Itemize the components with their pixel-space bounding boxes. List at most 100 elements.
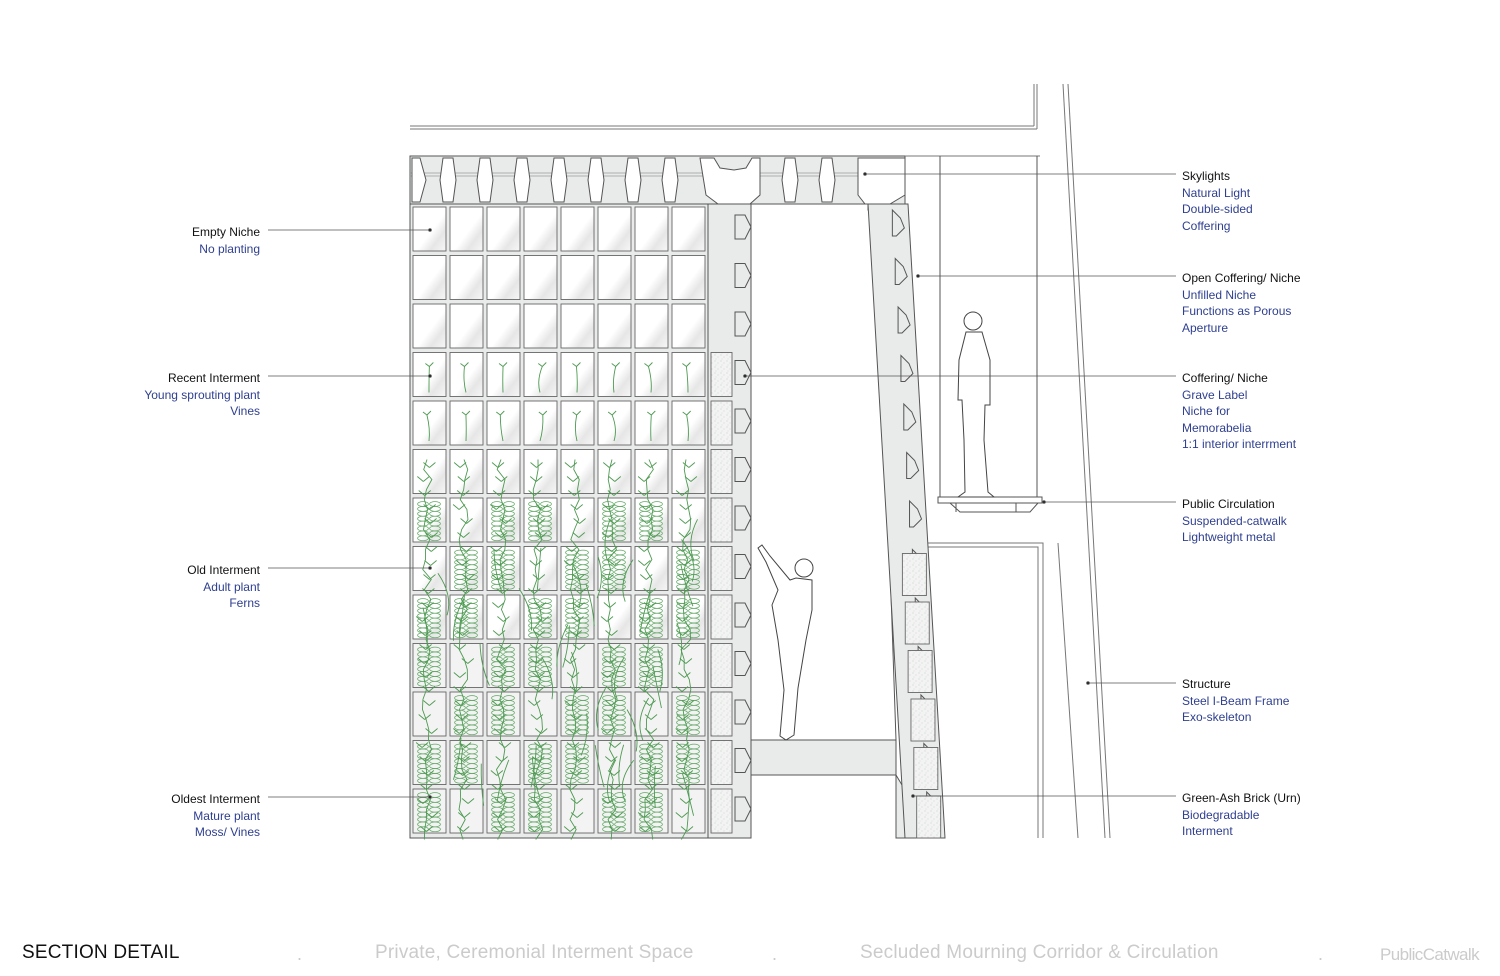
label-line: Mature plant [193, 808, 260, 823]
label-line: Natural Light [1182, 185, 1251, 200]
leaf [422, 686, 436, 692]
green-ash-brick [639, 535, 651, 542]
niche-wall [409, 203, 711, 839]
leaf [417, 476, 430, 482]
coffer-tooth [734, 602, 752, 628]
brand-name: PublicCatwalk [1380, 945, 1480, 964]
niche-cell [412, 303, 447, 349]
niche-cell [634, 206, 669, 252]
leaf [492, 490, 506, 496]
mourner-figure [757, 544, 814, 741]
niche-cell [412, 255, 447, 300]
leaf [424, 518, 437, 524]
leaf [494, 532, 508, 538]
fern-frond [596, 555, 602, 599]
leaf [420, 784, 433, 790]
green-ash-brick [503, 681, 515, 687]
leaf [498, 742, 512, 748]
niche-cell [671, 206, 706, 252]
leaf [453, 672, 467, 678]
niche-cell [449, 352, 484, 397]
leaf [567, 728, 580, 734]
leaf [497, 616, 510, 622]
leaf [606, 714, 619, 720]
skylight-pocket [624, 157, 642, 203]
leaf [425, 728, 438, 734]
vine [607, 459, 617, 840]
green-ash-brick [614, 584, 626, 590]
niche-cell [449, 303, 484, 349]
separator-dot: . [1318, 944, 1324, 964]
fern-frond [607, 759, 617, 802]
leaf [425, 532, 438, 538]
green-ash-brick [466, 778, 478, 784]
leaf [637, 560, 651, 566]
fern-frond [573, 565, 582, 608]
leaf [456, 490, 470, 496]
green-ash-brick [417, 681, 429, 687]
skylight-pocket [439, 157, 457, 203]
leaf [647, 532, 661, 538]
sloped-coffer-wall [867, 203, 946, 839]
label-title: Coffering/ Niche [1182, 371, 1268, 385]
leaf [495, 756, 508, 762]
leaf [610, 812, 623, 818]
green-ash-brick [417, 632, 429, 639]
leaf [499, 518, 512, 524]
leaf [681, 700, 695, 706]
label-line: Moss/ Vines [194, 825, 260, 839]
seedling [460, 362, 469, 393]
leaf [637, 812, 651, 818]
niche-cell [634, 255, 669, 300]
leaf [570, 812, 584, 818]
leaf [530, 658, 543, 664]
leaf [532, 686, 545, 692]
fern-frond [652, 665, 662, 709]
coffer-tooth [897, 305, 911, 334]
leaf [680, 770, 694, 776]
leaf [456, 560, 469, 566]
fern-frond [493, 550, 503, 593]
leaf [493, 672, 507, 678]
coffer-tooth [734, 457, 752, 482]
leaf [531, 770, 545, 776]
green-ash-brick [503, 826, 515, 833]
fern-frond [453, 737, 462, 780]
leaf [676, 616, 689, 622]
leaf [679, 798, 693, 804]
leaf [675, 728, 688, 734]
leaf [677, 784, 691, 790]
green-ash-brick [614, 729, 626, 736]
private-space-caption: Private, Ceremonial Interment Space [375, 942, 694, 963]
urn-brick [710, 352, 733, 397]
leaf [422, 588, 435, 594]
leaf [684, 476, 698, 482]
leaf [638, 616, 652, 622]
coffer-tooth [734, 214, 752, 240]
fern-frond [479, 643, 490, 686]
leaf [496, 588, 509, 594]
leaf [461, 798, 475, 804]
label-empty-niche: Empty Niche No planting [60, 224, 260, 257]
leaf [460, 518, 473, 524]
niche-cell [449, 255, 484, 300]
fern-frond [571, 651, 578, 695]
separator-dot: . [297, 944, 303, 964]
leaf [572, 532, 586, 538]
leaf [532, 784, 546, 790]
leaf [418, 630, 432, 636]
fern-frond [622, 559, 634, 602]
label-line: No planting [199, 241, 260, 256]
urn-brick [907, 650, 933, 693]
steel-i-beam-frame [928, 83, 1111, 839]
seedling [682, 362, 691, 393]
leaf [675, 686, 689, 692]
label-line: Grave Label [1182, 387, 1248, 402]
label-line: Coffering [1182, 218, 1231, 233]
green-ash-brick [528, 535, 540, 542]
fern-frond [458, 595, 465, 638]
niche-cell [597, 594, 632, 640]
leaf [491, 462, 505, 468]
fern-frond [657, 649, 663, 692]
